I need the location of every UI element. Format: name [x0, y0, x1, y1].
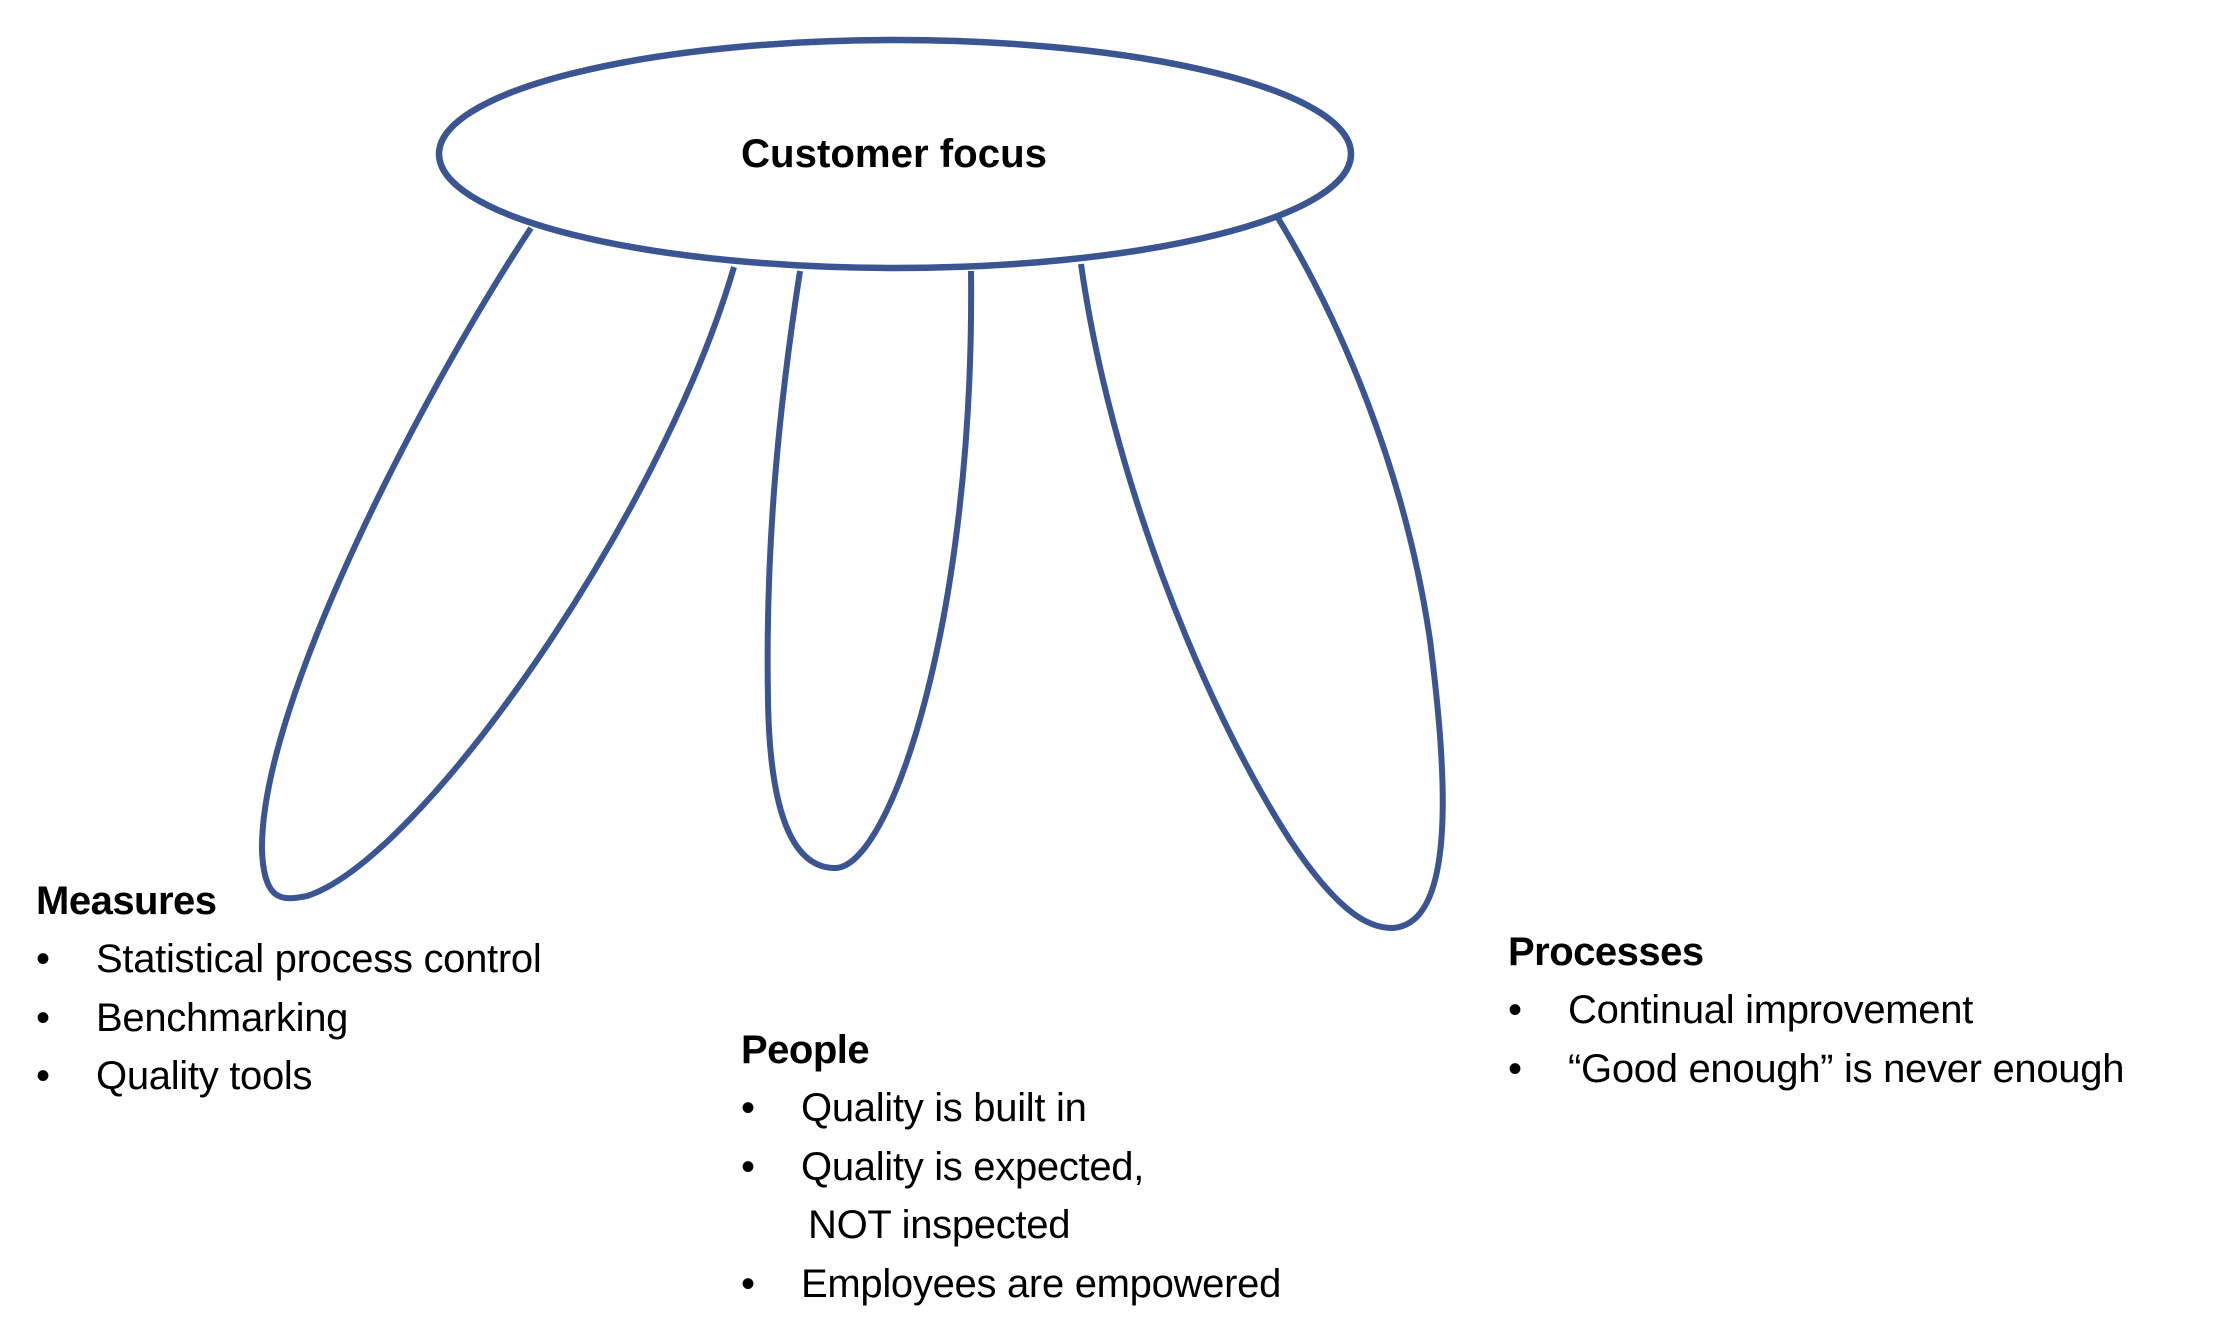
list-item: •Statistical process control	[36, 930, 542, 989]
processes-list: •Continual improvement •“Good enough” is…	[1508, 981, 2124, 1099]
measures-group: Measures •Statistical process control •B…	[36, 872, 542, 1106]
bullet-icon: •	[36, 937, 50, 981]
list-item: •Quality is expected,	[741, 1138, 1144, 1197]
processes-heading: Processes	[1508, 930, 1704, 974]
list-item: •Employees are empowered	[741, 1255, 1281, 1314]
people-heading: People	[741, 1028, 870, 1072]
measures-heading: Measures	[36, 879, 217, 923]
bullet-icon: •	[741, 1086, 755, 1130]
list-item: •Quality tools	[36, 1047, 313, 1106]
leg-processes	[1078, 216, 1446, 932]
people-list: •Quality is built in •Quality is expecte…	[741, 1079, 1281, 1314]
leg-measures	[258, 226, 737, 902]
list-item: •Continual improvement	[1508, 981, 1973, 1040]
list-item: •“Good enough” is never enough	[1508, 1040, 2124, 1099]
people-group: People •Quality is built in •Quality is …	[741, 1021, 1281, 1314]
bullet-icon: •	[36, 995, 50, 1040]
list-item: •Benchmarking	[36, 989, 348, 1048]
seat-customer-focus	[435, 36, 1355, 272]
leg-people	[764, 270, 975, 872]
measures-list: •Statistical process control •Benchmarki…	[36, 930, 542, 1106]
bullet-icon: •	[741, 1144, 755, 1189]
bullet-icon: •	[741, 1261, 755, 1306]
bullet-icon: •	[1508, 988, 1522, 1032]
list-item: •Quality is built in	[741, 1079, 1087, 1138]
bullet-icon: •	[36, 1054, 50, 1098]
list-item-continuation: NOT inspected	[808, 1203, 1071, 1247]
seat-label: Customer focus	[741, 132, 1047, 176]
processes-group: Processes •Continual improvement •“Good …	[1508, 923, 2124, 1099]
bullet-icon: •	[1508, 1046, 1522, 1091]
